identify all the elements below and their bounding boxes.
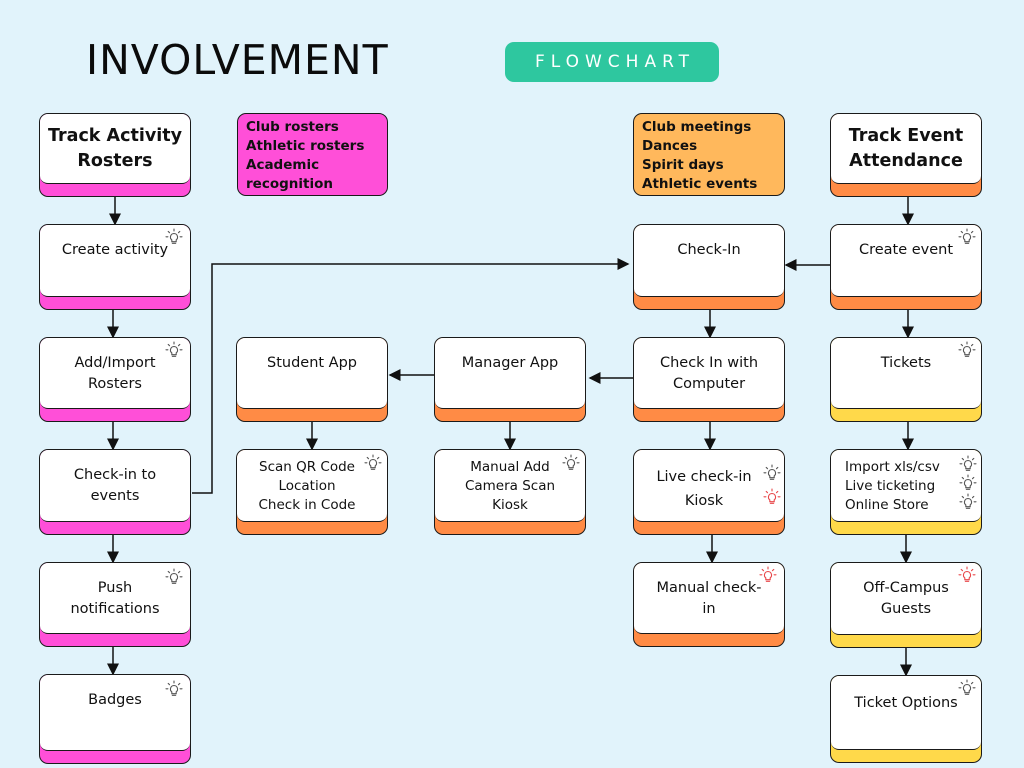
add-import-rosters-step: Add/Import Rosters [39,337,191,422]
manager-app-features-step: Manual Add Camera Scan Kiosk [434,449,586,535]
lightbulb-icon [958,228,976,244]
badges-step: Badges [39,674,191,764]
tickets-step: Tickets [830,337,982,422]
lightbulb-icon [958,341,976,357]
track-event-attendance-heading: Track Event Attendance [830,113,982,197]
alert-lightbulb-icon [958,566,976,582]
student-app-step: Student App [236,337,388,422]
lightbulb-icon [959,493,977,509]
off-campus-guests-step: Off-Campus Guests [830,562,982,648]
ticket-import-methods-step: Import xls/csv Live ticketing Online Sto… [830,449,982,535]
lightbulb-icon [165,680,183,696]
lightbulb-icon [165,228,183,244]
check-in-computer-step: Check In with Computer [633,337,785,422]
manager-app-step: Manager App [434,337,586,422]
lightbulb-icon [959,474,977,490]
lightbulb-icon [562,454,580,470]
push-notifications-step: Push notifications [39,562,191,647]
track-activity-rosters-heading: Track Activity Rosters [39,113,191,197]
student-app-features-step: Scan QR Code Location Check in Code [236,449,388,535]
check-in-to-events-step: Check-in to events [39,449,191,535]
create-event-step: Create event [830,224,982,310]
alert-lightbulb-icon [763,488,781,504]
page-title: INVOLVEMENT [86,36,389,84]
arrow-icon [192,258,630,494]
lightbulb-icon [165,341,183,357]
alert-lightbulb-icon [759,566,777,582]
manual-check-in-step: Manual check- in [633,562,785,647]
event-types-note: Club meetings Dances Spirit days Athleti… [633,113,785,196]
lightbulb-icon [165,568,183,584]
activity-types-note: Club rosters Athletic rosters Academic r… [237,113,388,196]
ticket-options-step: Ticket Options [830,675,982,763]
lightbulb-icon [763,464,781,480]
lightbulb-icon [959,455,977,471]
flowchart-badge: FLOWCHART [505,42,719,82]
check-in-step: Check-In [633,224,785,310]
create-activity-step: Create activity [39,224,191,310]
live-check-in-kiosk-step: Live check-in Kiosk [633,449,785,535]
lightbulb-icon [958,679,976,695]
lightbulb-icon [364,454,382,470]
